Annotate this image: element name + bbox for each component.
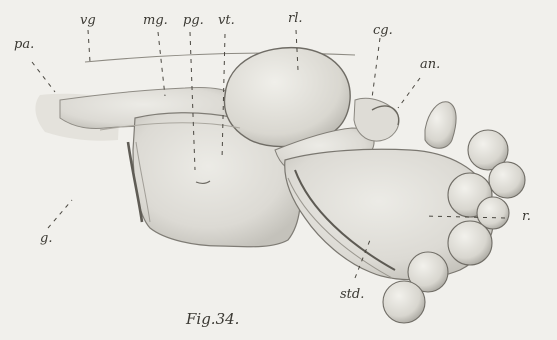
- label-std: std.: [340, 288, 364, 301]
- label-vg: vg: [80, 14, 96, 27]
- label-pa: pa.: [14, 38, 34, 51]
- label-mg: mg.: [143, 14, 168, 27]
- leader-an: [398, 78, 420, 108]
- leader-pa: [32, 62, 55, 92]
- label-vt: vt.: [218, 14, 235, 27]
- figure-caption: Fig.34.: [186, 312, 239, 327]
- leader-vg: [88, 30, 90, 62]
- label-pg: pg.: [183, 14, 204, 27]
- label-an: an.: [420, 58, 440, 71]
- label-rl: rl.: [288, 12, 303, 25]
- terminal-ball-5: [448, 221, 492, 265]
- label-g: g.: [40, 232, 52, 245]
- terminal-ball-7: [383, 281, 425, 323]
- cg-bulb: [354, 98, 399, 141]
- leader-mg: [158, 32, 165, 96]
- leader-g: [48, 200, 72, 228]
- label-cg: cg.: [373, 24, 393, 37]
- leader-cg: [372, 38, 380, 98]
- terminal-ball-2: [489, 162, 525, 198]
- label-r: r.: [522, 210, 531, 223]
- upper-finger: [425, 102, 456, 148]
